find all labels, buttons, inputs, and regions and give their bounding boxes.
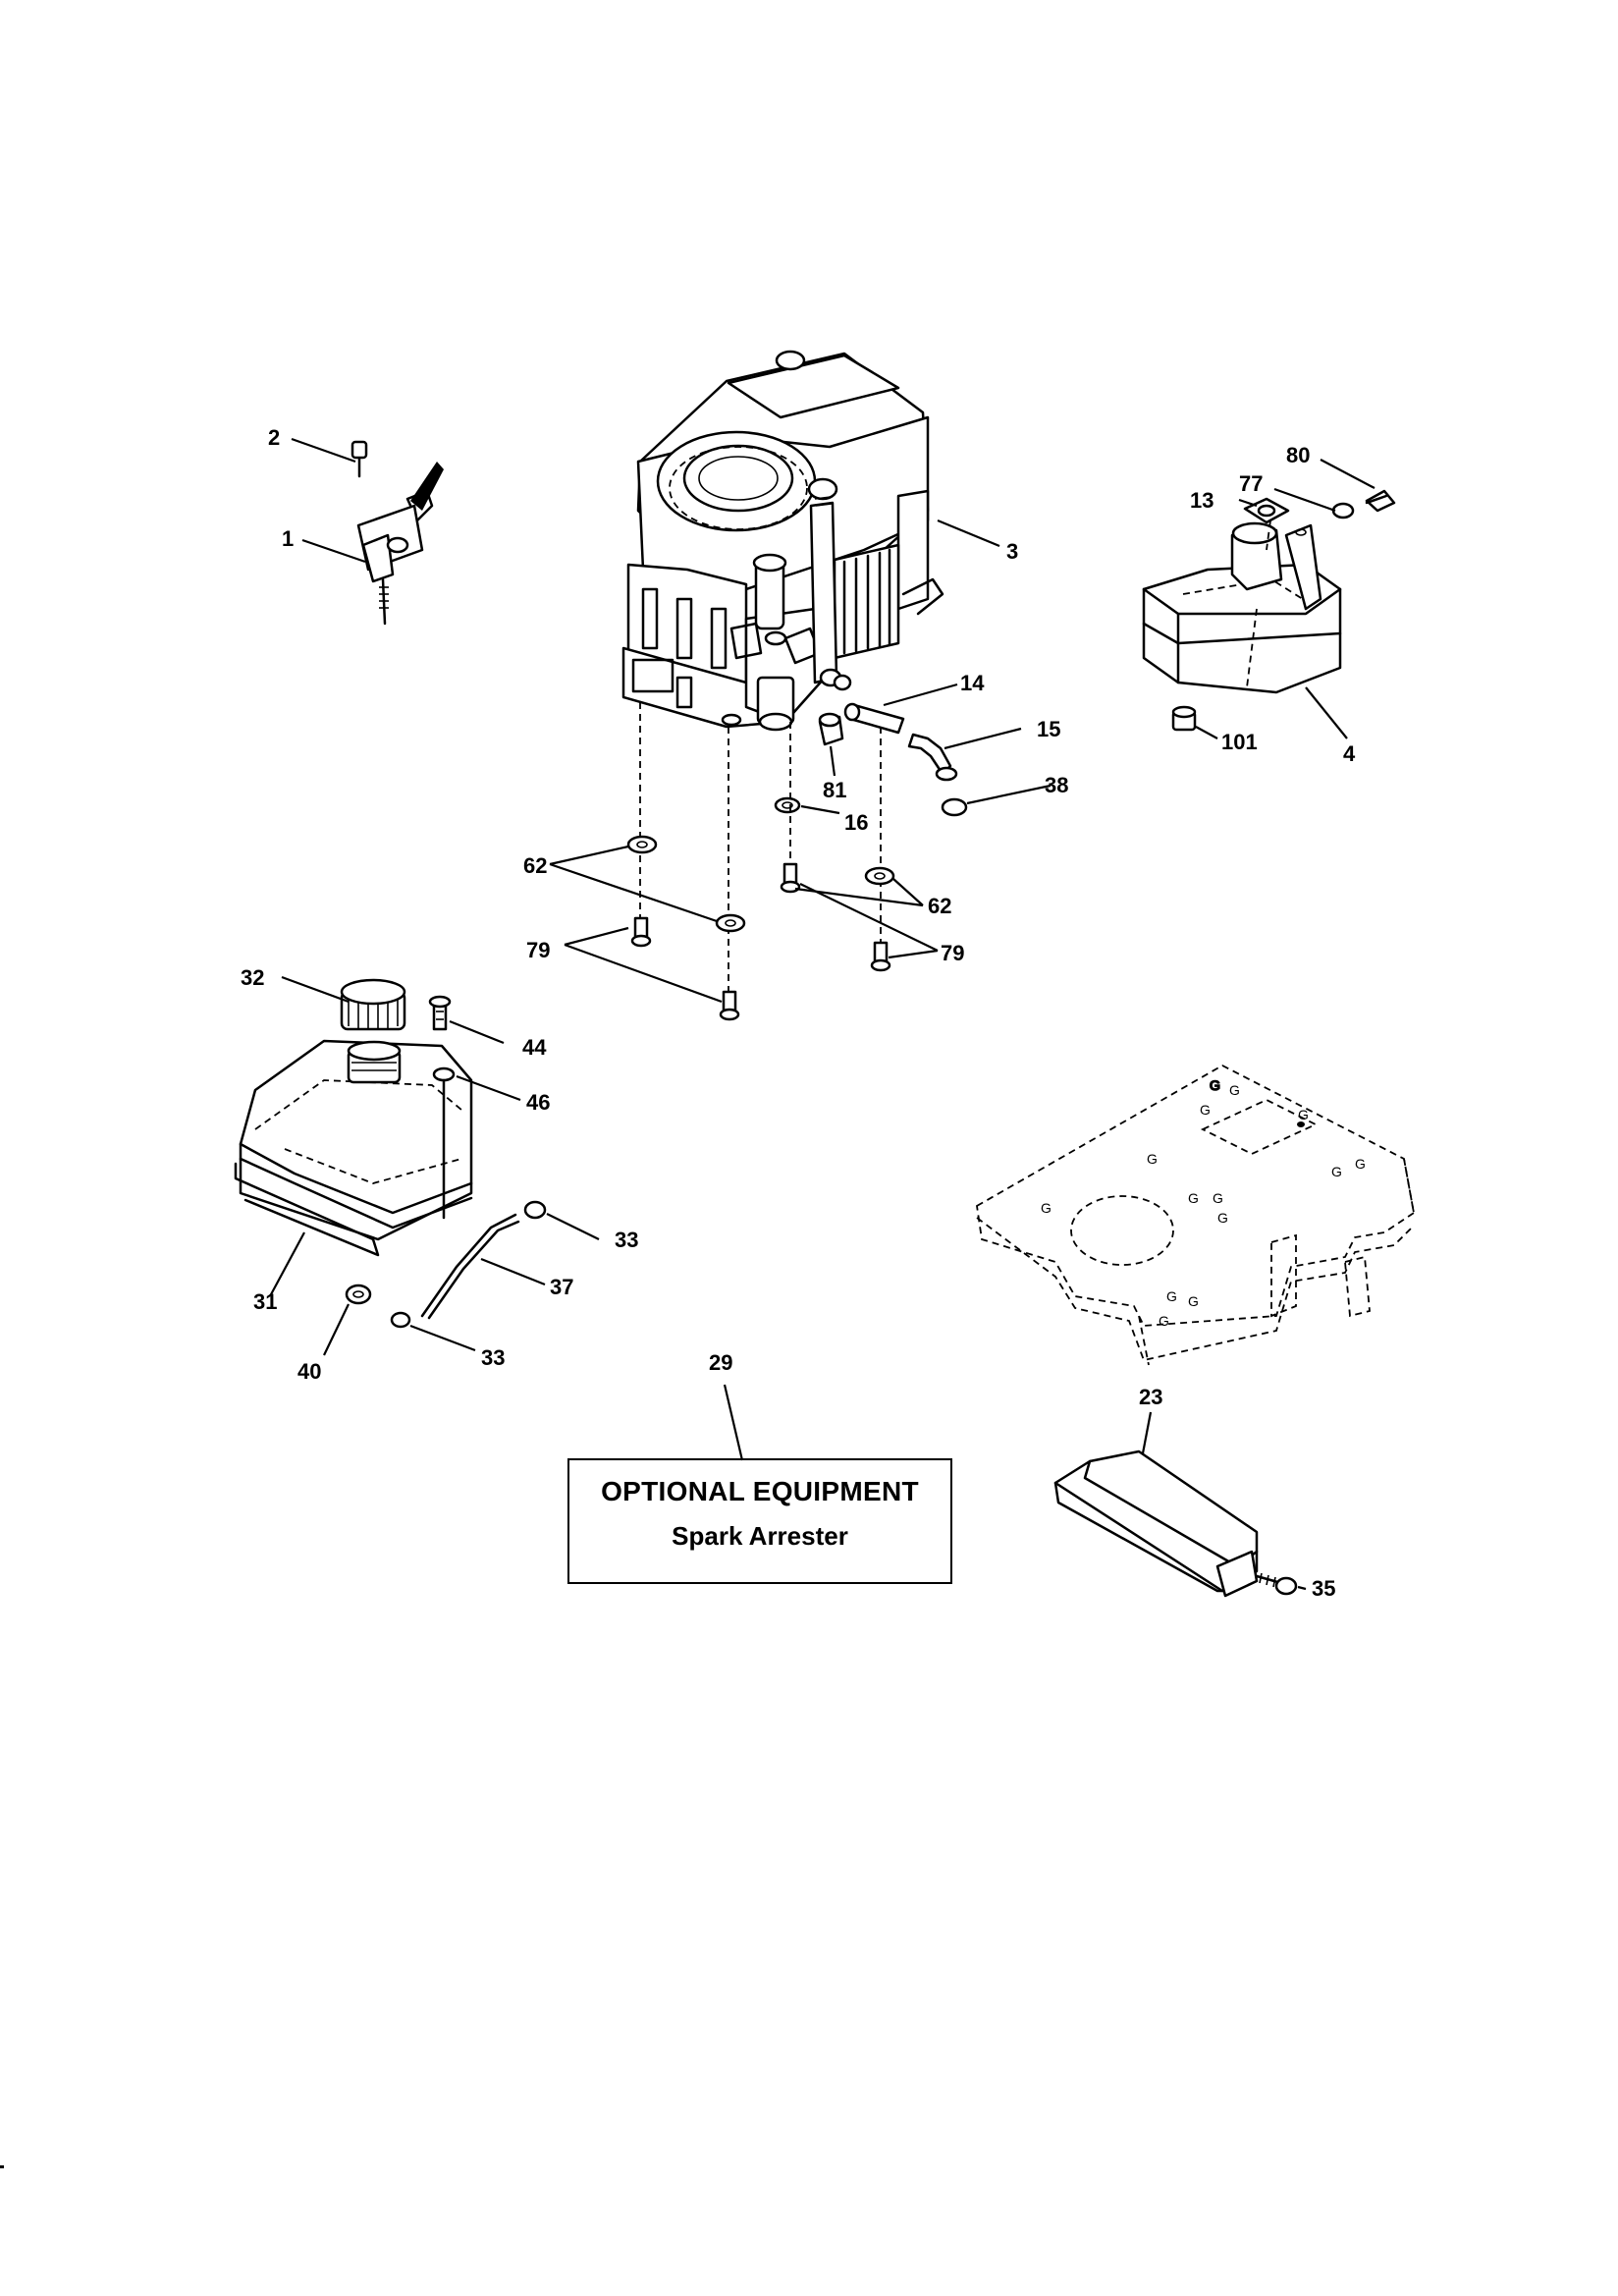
callout-labels: 2 1 3 80 77 13 101 4 14 15 38 81 16 62 6… <box>241 425 1356 1601</box>
svg-text:G: G <box>1298 1107 1309 1122</box>
fuel-tank <box>234 978 547 1329</box>
leader-lines <box>269 437 1375 1591</box>
svg-text:G: G <box>1229 1082 1240 1098</box>
engine-mount-plate: G G G G G G G G G G G G G G <box>976 1064 1415 1366</box>
callout-80: 80 <box>1286 443 1310 467</box>
callout-33-upper: 33 <box>615 1228 638 1252</box>
engine <box>621 350 944 732</box>
callout-2: 2 <box>268 425 280 450</box>
callout-3: 3 <box>1006 539 1018 564</box>
callout-32: 32 <box>241 965 264 990</box>
optional-equipment-box: OPTIONAL EQUIPMENT Spark Arrester <box>567 1458 952 1584</box>
callout-15: 15 <box>1037 717 1060 741</box>
mount-hardware <box>626 702 895 1021</box>
callout-1: 1 <box>282 526 294 551</box>
svg-text:G: G <box>1331 1164 1342 1179</box>
callout-40: 40 <box>297 1359 321 1384</box>
optional-equipment-subtitle: Spark Arrester <box>672 1521 848 1551</box>
svg-text:G: G <box>1147 1151 1158 1167</box>
heat-shield <box>1053 1449 1298 1598</box>
throttle-bracket <box>351 440 444 626</box>
callout-37: 37 <box>550 1275 573 1299</box>
callout-33-lower: 33 <box>481 1345 505 1370</box>
svg-text:G: G <box>1159 1313 1169 1329</box>
callout-101: 101 <box>1221 730 1258 754</box>
callout-23: 23 <box>1139 1385 1162 1409</box>
callout-62-left: 62 <box>523 853 547 878</box>
callout-79-left: 79 <box>526 938 550 962</box>
svg-text:G: G <box>1213 1190 1223 1206</box>
svg-text:G: G <box>1200 1102 1211 1118</box>
svg-text:G: G <box>1188 1293 1199 1309</box>
callout-14: 14 <box>960 671 985 695</box>
muffler <box>1142 489 1396 732</box>
svg-text:G: G <box>1188 1190 1199 1206</box>
svg-text:G: G <box>1355 1156 1366 1172</box>
optional-equipment-title: OPTIONAL EQUIPMENT <box>601 1476 919 1506</box>
callout-16: 16 <box>844 810 868 835</box>
callout-38: 38 <box>1045 773 1068 797</box>
svg-text:G: G <box>1210 1077 1220 1093</box>
callout-31: 31 <box>253 1289 277 1314</box>
callout-81: 81 <box>823 778 846 802</box>
callout-79-right: 79 <box>941 941 964 965</box>
fuel-line-parts <box>774 674 968 817</box>
svg-text:G: G <box>1041 1200 1052 1216</box>
callout-35: 35 <box>1312 1576 1335 1601</box>
callout-44: 44 <box>522 1035 547 1060</box>
svg-text:G: G <box>1166 1288 1177 1304</box>
callout-4: 4 <box>1343 741 1356 766</box>
callout-13: 13 <box>1190 488 1214 513</box>
callout-62-right: 62 <box>928 894 951 918</box>
callout-46: 46 <box>526 1090 550 1115</box>
callout-29: 29 <box>709 1350 732 1375</box>
svg-text:G: G <box>1217 1210 1228 1226</box>
page-edge-mark <box>0 2165 4 2168</box>
callout-77: 77 <box>1239 471 1263 496</box>
